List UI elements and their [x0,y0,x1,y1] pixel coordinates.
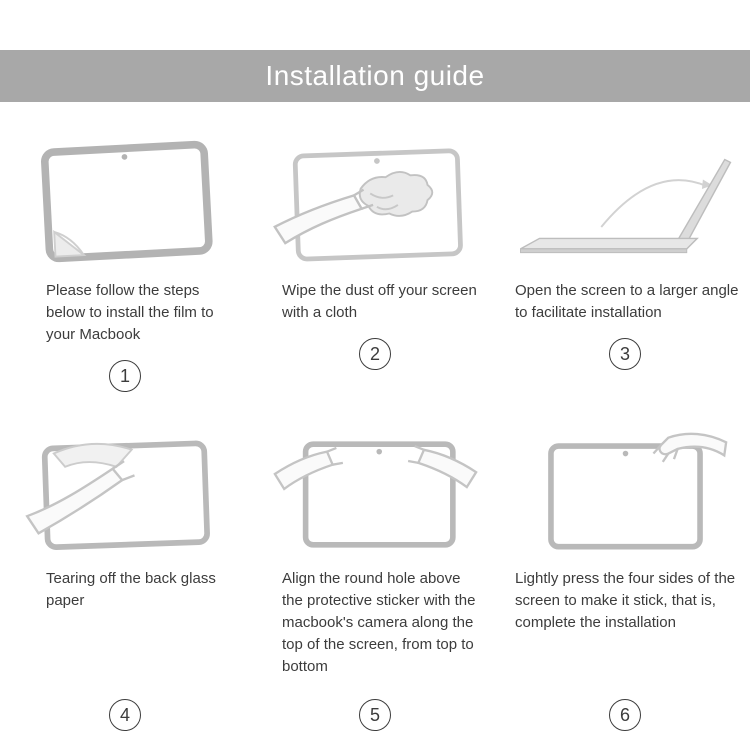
step-number: 4 [119,704,130,725]
hands-aligning-film-on-screen-icon [250,420,500,558]
step-1: Please follow the steps below to install… [0,102,250,420]
step-number: 6 [619,704,630,725]
page-title: Installation guide [265,60,485,91]
hand-pressing-screen-sides-icon [500,420,750,558]
step-caption: Open the screen to a larger angle to fac… [515,282,739,321]
hands-wiping-screen-cloth-icon [250,102,500,270]
step-caption: Wipe the dust off your screen with a clo… [282,282,477,321]
step-caption: Tearing off the back glass paper [46,570,216,609]
step-number: 2 [369,343,380,364]
step-number-badge: 6 [609,699,641,731]
step-caption: Lightly press the four sides of the scre… [515,570,736,631]
step-3: Open the screen to a larger angle to fac… [500,102,750,420]
header-bar: Installation guide [0,50,750,102]
step-number-badge: 2 [359,338,391,370]
step-caption: Please follow the steps below to install… [46,282,214,343]
steps-row-1: Please follow the steps below to install… [0,102,750,420]
hands-tearing-backing-paper-icon [0,420,250,558]
macbook-screen-film-peel-icon [0,102,250,270]
step-5: Align the round hole above the protectiv… [250,420,500,745]
step-6: Lightly press the four sides of the scre… [500,420,750,745]
step-number-badge: 1 [109,360,141,392]
laptop-opened-wide-angle-icon [500,102,750,270]
step-number-badge: 4 [109,699,141,731]
steps-row-2: Tearing off the back glass paper 4 Align… [0,420,750,745]
step-number: 1 [119,365,130,386]
step-number: 5 [369,704,380,725]
step-4: Tearing off the back glass paper 4 [0,420,250,745]
step-number-badge: 5 [359,699,391,731]
step-2: Wipe the dust off your screen with a clo… [250,102,500,420]
step-number-badge: 3 [609,338,641,370]
step-number: 3 [619,343,630,364]
step-caption: Align the round hole above the protectiv… [282,570,476,675]
